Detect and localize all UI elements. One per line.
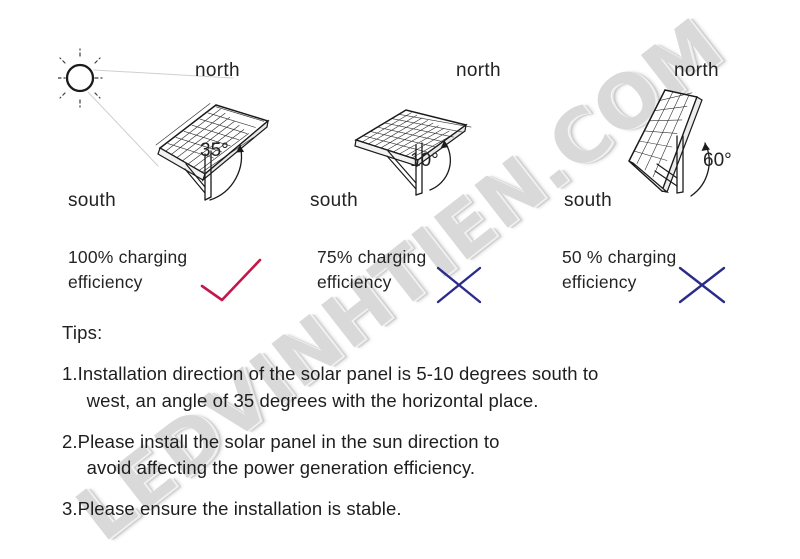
sun-icon	[65, 63, 95, 93]
panel-35-support-leg	[184, 150, 212, 201]
tip-item-1: 1. Installation direction of the solar p…	[62, 361, 792, 415]
efficiency-block-100: 100% charging efficiency	[68, 245, 187, 295]
north-label-panel-35: north	[195, 60, 240, 81]
efficiency-block-50: 50 % charging efficiency	[562, 245, 676, 295]
efficiency-line1-50: 50 % charging	[562, 247, 677, 267]
tip-body-1: Installation direction of the solar pane…	[78, 361, 792, 415]
north-label-panel-10: north	[456, 60, 501, 81]
panel-35-svg	[57, 48, 270, 201]
efficiency-block-75: 75% charging efficiency	[317, 245, 426, 295]
efficiency-line2-100: efficiency	[68, 271, 143, 292]
sunlight-guide-lines	[87, 69, 234, 167]
panel-35-angle-arc	[209, 144, 244, 201]
cross-mark-icon-75	[436, 266, 482, 304]
panel-10-svg	[354, 109, 472, 196]
panel-60-angle-arc	[690, 142, 710, 197]
efficiency-line1-100: 100% charging	[68, 247, 188, 267]
tip-item-3: 3. Please ensure the installation is sta…	[62, 496, 792, 523]
panel-60-support-leg	[654, 135, 684, 194]
tips-title: Tips:	[62, 322, 103, 343]
tip-number-1: 1.	[62, 363, 78, 384]
north-label-panel-60: north	[674, 60, 719, 81]
south-label-panel-10: south	[310, 190, 358, 211]
tip-line1-2: Please install the solar panel in the su…	[77, 430, 500, 452]
sun-rays-icon	[57, 48, 103, 108]
panel-10-cell-grid	[361, 112, 472, 159]
panel-60-cell-grid	[633, 91, 693, 178]
panel-60-board	[628, 89, 703, 194]
illustration-panel-10: 10°	[340, 95, 520, 210]
panel-10-support-leg	[386, 142, 423, 196]
tip-line1-3: Please ensure the installation is stable…	[77, 498, 402, 520]
angle-label-60: 60°	[703, 150, 732, 171]
cross-mark-icon-50	[678, 266, 726, 304]
efficiency-line2-75: efficiency	[317, 271, 392, 292]
tip-number-2: 2.	[62, 430, 78, 452]
tip-item-2: 2. Please install the solar panel in the…	[62, 429, 792, 483]
illustration-panel-60: 60°	[605, 78, 755, 208]
panel-10-board	[354, 109, 472, 168]
south-label-panel-60: south	[564, 190, 612, 211]
angle-label-10: 10°	[410, 150, 439, 171]
illustration-panel-35: 35°	[57, 48, 308, 208]
angle-label-35: 35°	[200, 140, 229, 161]
efficiency-line2-50: efficiency	[562, 271, 637, 292]
tip-line2-1: west, an angle of 35 degrees with the ho…	[86, 389, 539, 411]
efficiency-line1-75: 75% charging	[317, 247, 427, 267]
tip-line1-1: Installation direction of the solar pane…	[77, 363, 599, 384]
tip-body-3: Please ensure the installation is stable…	[78, 496, 792, 523]
south-label-panel-35: south	[68, 190, 116, 211]
check-mark-icon-100	[200, 258, 262, 302]
tip-body-2: Please install the solar panel in the su…	[78, 429, 792, 483]
tip-number-3: 3.	[62, 498, 78, 520]
tip-line2-2: avoid affecting the power generation eff…	[86, 457, 476, 479]
panel-60-svg	[628, 89, 710, 197]
tips-section: Tips: 1. Installation direction of the s…	[62, 322, 792, 537]
panel-35-board	[155, 103, 270, 182]
panel-10-angle-arc	[429, 140, 451, 191]
